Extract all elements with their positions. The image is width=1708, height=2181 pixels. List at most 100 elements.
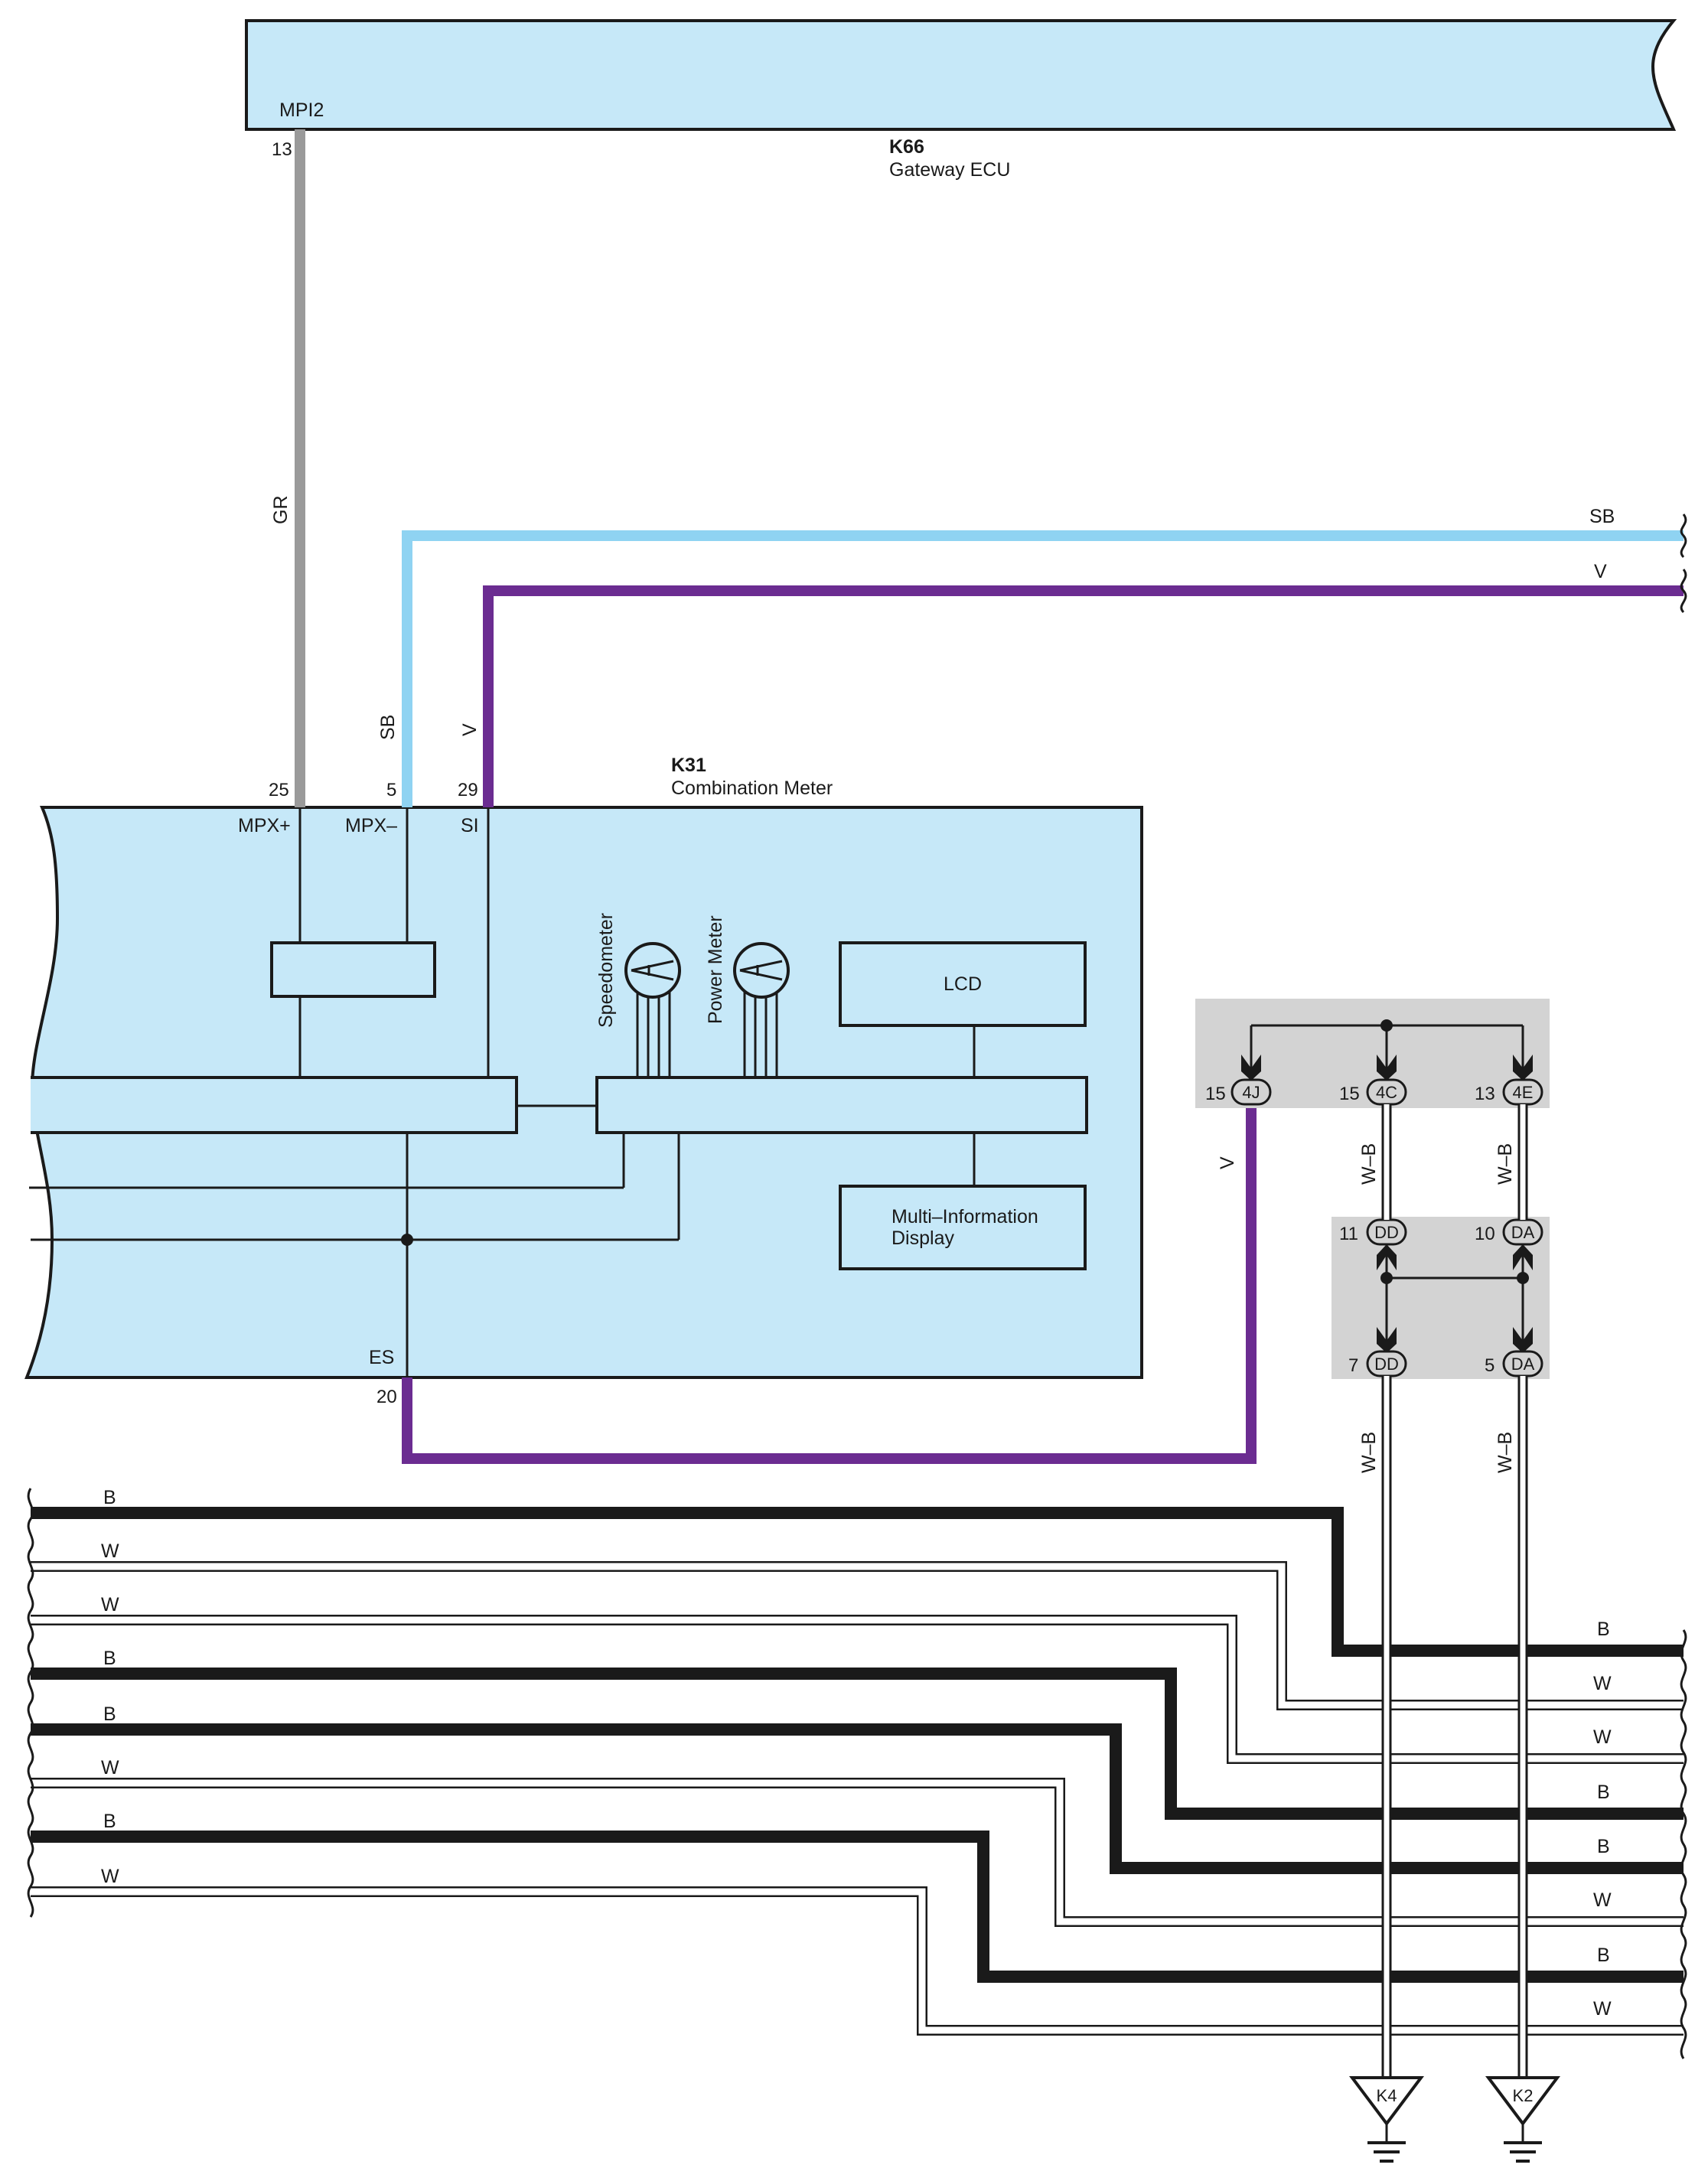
arrow-4j-icon (1241, 1055, 1261, 1081)
terminal-mpx-minus: MPX– (345, 815, 397, 836)
gateway-ecu-box (245, 19, 1677, 131)
speedometer-dial-icon (624, 942, 681, 999)
gateway-name: Gateway ECU (889, 159, 1010, 181)
bus-break-left (27, 1488, 34, 1918)
lcd-label: LCD (944, 973, 982, 995)
wire-wb-4c-label: W–B (1358, 1143, 1380, 1185)
meter-cpu-bus-right (595, 1076, 1088, 1134)
pin-si: 29 (458, 780, 478, 800)
gateway-pin-label: 13 (272, 139, 292, 160)
break-mark-sb (1680, 513, 1687, 559)
ground-k2-label: K2 (1513, 2086, 1534, 2105)
bus-left-label-5: B (103, 1703, 116, 1725)
arrow-4e-icon (1513, 1055, 1533, 1081)
bus-left-label-8: W (101, 1866, 119, 1887)
bus-right-label-2: W (1593, 1673, 1612, 1694)
junction-block-lower: DD 11 DA 10 DD 7 DA 5 (1332, 1217, 1550, 1379)
bus-break-right (1680, 1629, 1687, 2059)
connector-da-top-pin: 10 (1475, 1224, 1495, 1244)
arrow-dd-bot-icon (1377, 1327, 1397, 1353)
bus-right-label-3: W (1593, 1726, 1612, 1748)
connector-dd-top-code: DD (1374, 1223, 1399, 1242)
wire-gr-label: GR (270, 496, 292, 525)
bus-wire-b-2 (31, 1668, 1684, 1820)
speedometer-gauge (624, 942, 681, 999)
connector-4j-pin: 15 (1205, 1084, 1226, 1104)
bus-right-label-7: B (1597, 1945, 1610, 1966)
power-meter-gauge (733, 942, 790, 999)
multi-information-display-line1: Multi–Information (891, 1206, 1038, 1227)
connector-4c-pin: 15 (1339, 1084, 1360, 1104)
wire-sb (402, 530, 1684, 807)
terminal-mpx-plus: MPX+ (238, 815, 291, 836)
bus-wire-w-2 (31, 1615, 1684, 1764)
upper-wires (295, 129, 1684, 1464)
bus-right-label-4: B (1597, 1782, 1610, 1803)
bus-left-label-7: B (103, 1811, 116, 1832)
gateway-terminal-label: MPI2 (279, 99, 324, 121)
ground-k4-label: K4 (1377, 2086, 1397, 2105)
wire-v-bottom (402, 1090, 1257, 1464)
ground-k2-triangle-icon (1485, 2076, 1560, 2127)
bus-left-label-6: W (101, 1757, 119, 1778)
meter-cpu-bus-left (31, 1076, 518, 1134)
meter-internal-lines (29, 807, 976, 1377)
connector-da-bottom-code: DA (1511, 1355, 1535, 1374)
bus-left-label-1: B (103, 1487, 116, 1508)
bus-wire-w-3 (31, 1778, 1684, 1927)
wire-wb-dd-label: W–B (1358, 1432, 1380, 1473)
terminal-es: ES (369, 1347, 394, 1368)
connector-4e-code: 4E (1513, 1083, 1534, 1102)
connector-4j-code: 4J (1242, 1083, 1260, 1102)
gateway-code: K66 (889, 136, 924, 158)
ground-k4-triangle-icon (1349, 2076, 1424, 2127)
terminal-si: SI (461, 815, 479, 836)
arrow-da-top-icon (1513, 1244, 1533, 1270)
wire-wb-4e-label: W–B (1494, 1143, 1516, 1185)
connector-dd-bottom-code: DD (1374, 1355, 1399, 1374)
bus-right-label-6: W (1593, 1889, 1612, 1911)
bus-left-label-2: W (101, 1540, 119, 1562)
power-meter-dial-icon (733, 942, 790, 999)
lcd-block (839, 941, 1087, 1027)
bus-left-label-4: B (103, 1648, 116, 1669)
wire-v-junction-label: V (1217, 1156, 1238, 1169)
meter-junction-dot (401, 1234, 413, 1246)
break-mark-v (1680, 569, 1687, 614)
arrow-da-bot-icon (1513, 1327, 1533, 1353)
ground-k4: K4 (1349, 2076, 1424, 2163)
bus-right-label-8: W (1593, 1998, 1612, 2020)
arrow-4c-icon (1377, 1055, 1397, 1081)
connector-dd-top-pin: 11 (1339, 1224, 1358, 1244)
bus-wire-w-4 (31, 1886, 1684, 2036)
bus-wire-w-1 (31, 1561, 1684, 1710)
bus-right-label-5: B (1597, 1836, 1610, 1857)
meter-code: K31 (671, 755, 706, 776)
multi-information-display-line2: Display (891, 1227, 954, 1249)
connector-da-top-code: DA (1511, 1223, 1535, 1242)
wire-v-top (483, 585, 1684, 807)
combination-meter: K31 Combination Meter 25 5 29 20 MPX+ MP… (24, 755, 1143, 1407)
multi-information-display-block (839, 1185, 1087, 1270)
arrow-dd-top-icon (1377, 1244, 1397, 1270)
wire-v-label-vertical: V (459, 723, 481, 736)
wire-wb-da-label: W–B (1494, 1432, 1516, 1473)
speedometer-label: Speedometer (595, 913, 617, 1028)
connector-4e-pin: 13 (1475, 1084, 1495, 1104)
mpx-interface-block (270, 941, 436, 998)
junction-block-upper: 4J 15 4C 15 4E 13 (1195, 999, 1550, 1108)
wire-sb-label-vertical: SB (377, 715, 399, 740)
pin-mpx-minus: 5 (386, 780, 396, 800)
gateway-ecu: MPI2 13 K66 Gateway ECU (245, 19, 1677, 181)
wb-ground-wires (1381, 1376, 1528, 2078)
bus-right-label-1: B (1597, 1619, 1610, 1640)
lower-bus-wires (31, 1507, 1684, 2036)
bus-right-labels: B W W B B W B W (1593, 1619, 1612, 2020)
ground-k2: K2 (1485, 2076, 1560, 2163)
connector-4j (1230, 1078, 1272, 1106)
bus-wire-b-1 (31, 1507, 1684, 1657)
power-meter-label: Power Meter (705, 915, 726, 1024)
bus-left-label-3: W (101, 1594, 119, 1615)
bus-wire-b-4 (31, 1831, 1684, 1983)
